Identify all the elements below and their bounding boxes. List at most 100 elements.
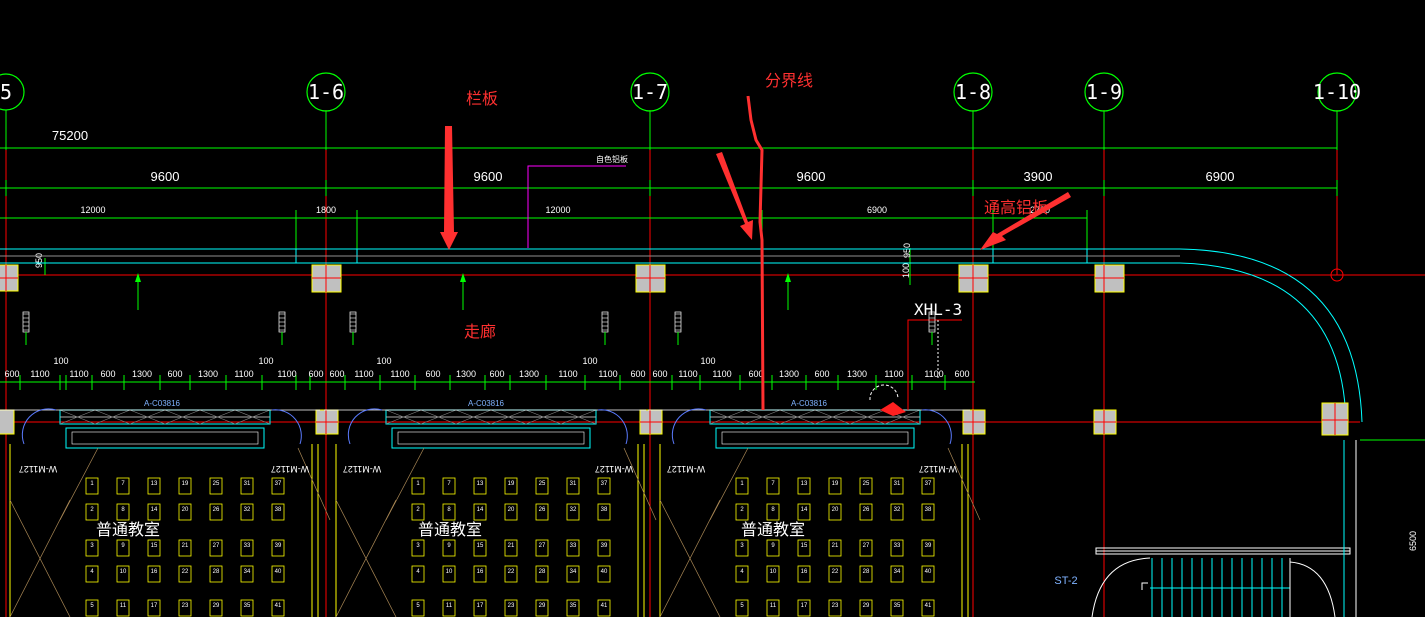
desk: 21 bbox=[178, 539, 192, 557]
desk: 8 bbox=[766, 503, 780, 521]
column bbox=[0, 409, 15, 435]
desk: 15 bbox=[473, 539, 487, 557]
boundary-line bbox=[746, 95, 765, 411]
seat-number: 41 bbox=[925, 603, 932, 609]
dim-total: 75200 bbox=[52, 128, 88, 143]
dim-text: 600 bbox=[329, 369, 344, 379]
dim-text: 600 bbox=[748, 369, 763, 379]
desk: 15 bbox=[147, 539, 161, 557]
dim-text: 1100 bbox=[69, 369, 88, 379]
seat-number: 22 bbox=[508, 569, 515, 575]
desk: 34 bbox=[890, 565, 904, 583]
seat-number: 1 bbox=[740, 481, 744, 487]
arrow-diagonal-icon bbox=[980, 192, 1071, 250]
corridor-railing bbox=[0, 248, 1363, 423]
dim-text: 1100 bbox=[598, 369, 617, 379]
seat-number: 5 bbox=[90, 603, 94, 609]
dim-text: 600 bbox=[814, 369, 829, 379]
small-note: 自色铝板 bbox=[596, 154, 628, 164]
hatch-marks bbox=[22, 311, 936, 345]
desk: 17 bbox=[473, 599, 487, 617]
seat-number: 27 bbox=[213, 543, 220, 549]
desk: 29 bbox=[535, 599, 549, 617]
arrow-down-icon bbox=[440, 126, 458, 250]
annotation-boundary: 分界线 bbox=[765, 71, 813, 90]
desk: 31 bbox=[890, 477, 904, 495]
room-label: 普通教室 bbox=[96, 520, 160, 539]
desk: 34 bbox=[240, 565, 254, 583]
seat-number: 21 bbox=[508, 543, 515, 549]
stair: ST-2 bbox=[1054, 439, 1425, 617]
desk: 4 bbox=[735, 565, 749, 583]
dim-text: 1300 bbox=[198, 369, 218, 379]
seat-number: 16 bbox=[151, 569, 158, 575]
seat-number: 27 bbox=[539, 543, 546, 549]
desk: 20 bbox=[828, 503, 842, 521]
column bbox=[1321, 402, 1349, 436]
dim-text: 1100 bbox=[30, 369, 49, 379]
desk: 37 bbox=[597, 477, 611, 495]
seat-number: 4 bbox=[416, 569, 420, 575]
seat-number: 17 bbox=[801, 603, 808, 609]
seat-number: 17 bbox=[151, 603, 158, 609]
desk: 5 bbox=[85, 599, 99, 617]
desk: 29 bbox=[209, 599, 223, 617]
desk: 40 bbox=[597, 565, 611, 583]
desk: 1 bbox=[411, 477, 425, 495]
dim-text: 100 bbox=[376, 356, 391, 366]
dim-text: 1300 bbox=[519, 369, 539, 379]
seat-number: 10 bbox=[120, 569, 127, 575]
grid-marker bbox=[1330, 268, 1344, 282]
seat-number: 39 bbox=[925, 543, 932, 549]
dim-text: 1800 bbox=[316, 205, 336, 215]
desk: 31 bbox=[566, 477, 580, 495]
seat-number: 21 bbox=[182, 543, 189, 549]
seat-number: 29 bbox=[539, 603, 546, 609]
dimension-lines bbox=[0, 147, 1338, 383]
seat-number: 28 bbox=[863, 569, 870, 575]
seat-number: 40 bbox=[601, 569, 608, 575]
seat-number: 39 bbox=[275, 543, 282, 549]
seat-number: 41 bbox=[275, 603, 282, 609]
seat-number: 38 bbox=[601, 507, 608, 513]
door-swing bbox=[347, 408, 383, 445]
axis-label: 1-8 bbox=[955, 80, 991, 104]
desk: 22 bbox=[828, 565, 842, 583]
desk: 14 bbox=[797, 503, 811, 521]
desk: 41 bbox=[597, 599, 611, 617]
seat-number: 11 bbox=[120, 603, 127, 609]
seat-number: 9 bbox=[447, 543, 451, 549]
hatch-mark bbox=[928, 311, 936, 345]
seat-number: 35 bbox=[894, 603, 901, 609]
desk: 41 bbox=[271, 599, 285, 617]
seat-number: 22 bbox=[182, 569, 189, 575]
seat-number: 37 bbox=[601, 481, 608, 487]
desk: 38 bbox=[271, 503, 285, 521]
seat-number: 4 bbox=[90, 569, 94, 575]
magenta-leader bbox=[527, 165, 626, 248]
dim-text: 600 bbox=[100, 369, 115, 379]
desk: 19 bbox=[504, 477, 518, 495]
desk: 8 bbox=[442, 503, 456, 521]
dim-text: 600 bbox=[308, 369, 323, 379]
seat-number: 28 bbox=[539, 569, 546, 575]
door-tag: W-M1127 bbox=[271, 464, 309, 474]
seat-number: 3 bbox=[416, 543, 420, 549]
dim-text: 1100 bbox=[924, 369, 943, 379]
desk: 22 bbox=[504, 565, 518, 583]
desk: 3 bbox=[85, 539, 99, 557]
window-tag: A-C03816 bbox=[468, 399, 505, 408]
desk: 39 bbox=[271, 539, 285, 557]
seat-number: 23 bbox=[832, 603, 839, 609]
seat-number: 37 bbox=[925, 481, 932, 487]
seat-number: 34 bbox=[244, 569, 251, 575]
dim-text: 1100 bbox=[678, 369, 697, 379]
seat-number: 8 bbox=[447, 507, 451, 513]
dim-arrowheads bbox=[135, 273, 791, 282]
seat-number: 40 bbox=[925, 569, 932, 575]
column bbox=[635, 264, 666, 293]
desk: 32 bbox=[240, 503, 254, 521]
seat-number: 14 bbox=[151, 507, 158, 513]
desk: 11 bbox=[766, 599, 780, 617]
dim-text: 9600 bbox=[797, 169, 826, 184]
